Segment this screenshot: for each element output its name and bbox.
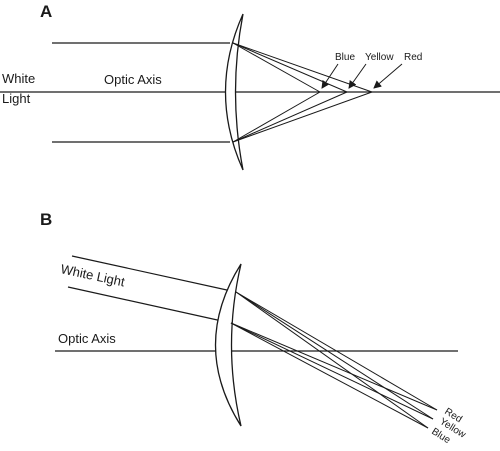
panel-b-lens <box>214 263 242 427</box>
panel-a-label-yellow: Yellow <box>365 52 394 63</box>
panel-b: B White Light Optic Axis Red Yellow Blue <box>40 210 468 446</box>
panel-b-incoming-ray-bottom <box>67 286 232 324</box>
panel-b-optic-axis-label: Optic Axis <box>58 331 116 346</box>
panel-a-ray-bottom-yellow <box>232 91 348 143</box>
panel-a-lens <box>224 13 244 171</box>
panel-a-label-blue: Blue <box>335 52 355 63</box>
panel-b-incoming-ray-top <box>71 255 237 293</box>
panel-a-optic-axis-label: Optic Axis <box>104 72 162 87</box>
panel-a-label-red: Red <box>404 52 422 63</box>
panel-b-ray-bottom-yellow <box>230 322 434 420</box>
panel-b-letter: B <box>40 210 52 229</box>
panel-a-ray-top-blue <box>232 42 321 93</box>
panel-a-yellow-pointer-arrow <box>348 63 367 89</box>
panel-b-ray-top-yellow <box>235 291 434 420</box>
panel-a-ray-bottom-blue <box>232 91 321 143</box>
panel-a-ray-top-yellow <box>232 42 348 93</box>
panel-a: A Blue Yellow Red White Light Optic Axis <box>0 2 500 171</box>
panel-b-ray-bottom-blue <box>230 322 429 429</box>
panel-b-ray-top-blue <box>235 291 429 429</box>
panel-b-ray-top-red <box>235 291 438 411</box>
panel-a-light-label: Light <box>2 91 31 106</box>
panel-b-ray-bottom-red <box>230 322 438 411</box>
panel-a-red-pointer-arrow <box>373 63 403 89</box>
panel-a-blue-pointer-arrow <box>321 63 339 89</box>
panel-a-letter: A <box>40 2 52 21</box>
panel-a-white-label: White <box>2 71 35 86</box>
panel-a-ray-bottom-red <box>232 91 373 143</box>
